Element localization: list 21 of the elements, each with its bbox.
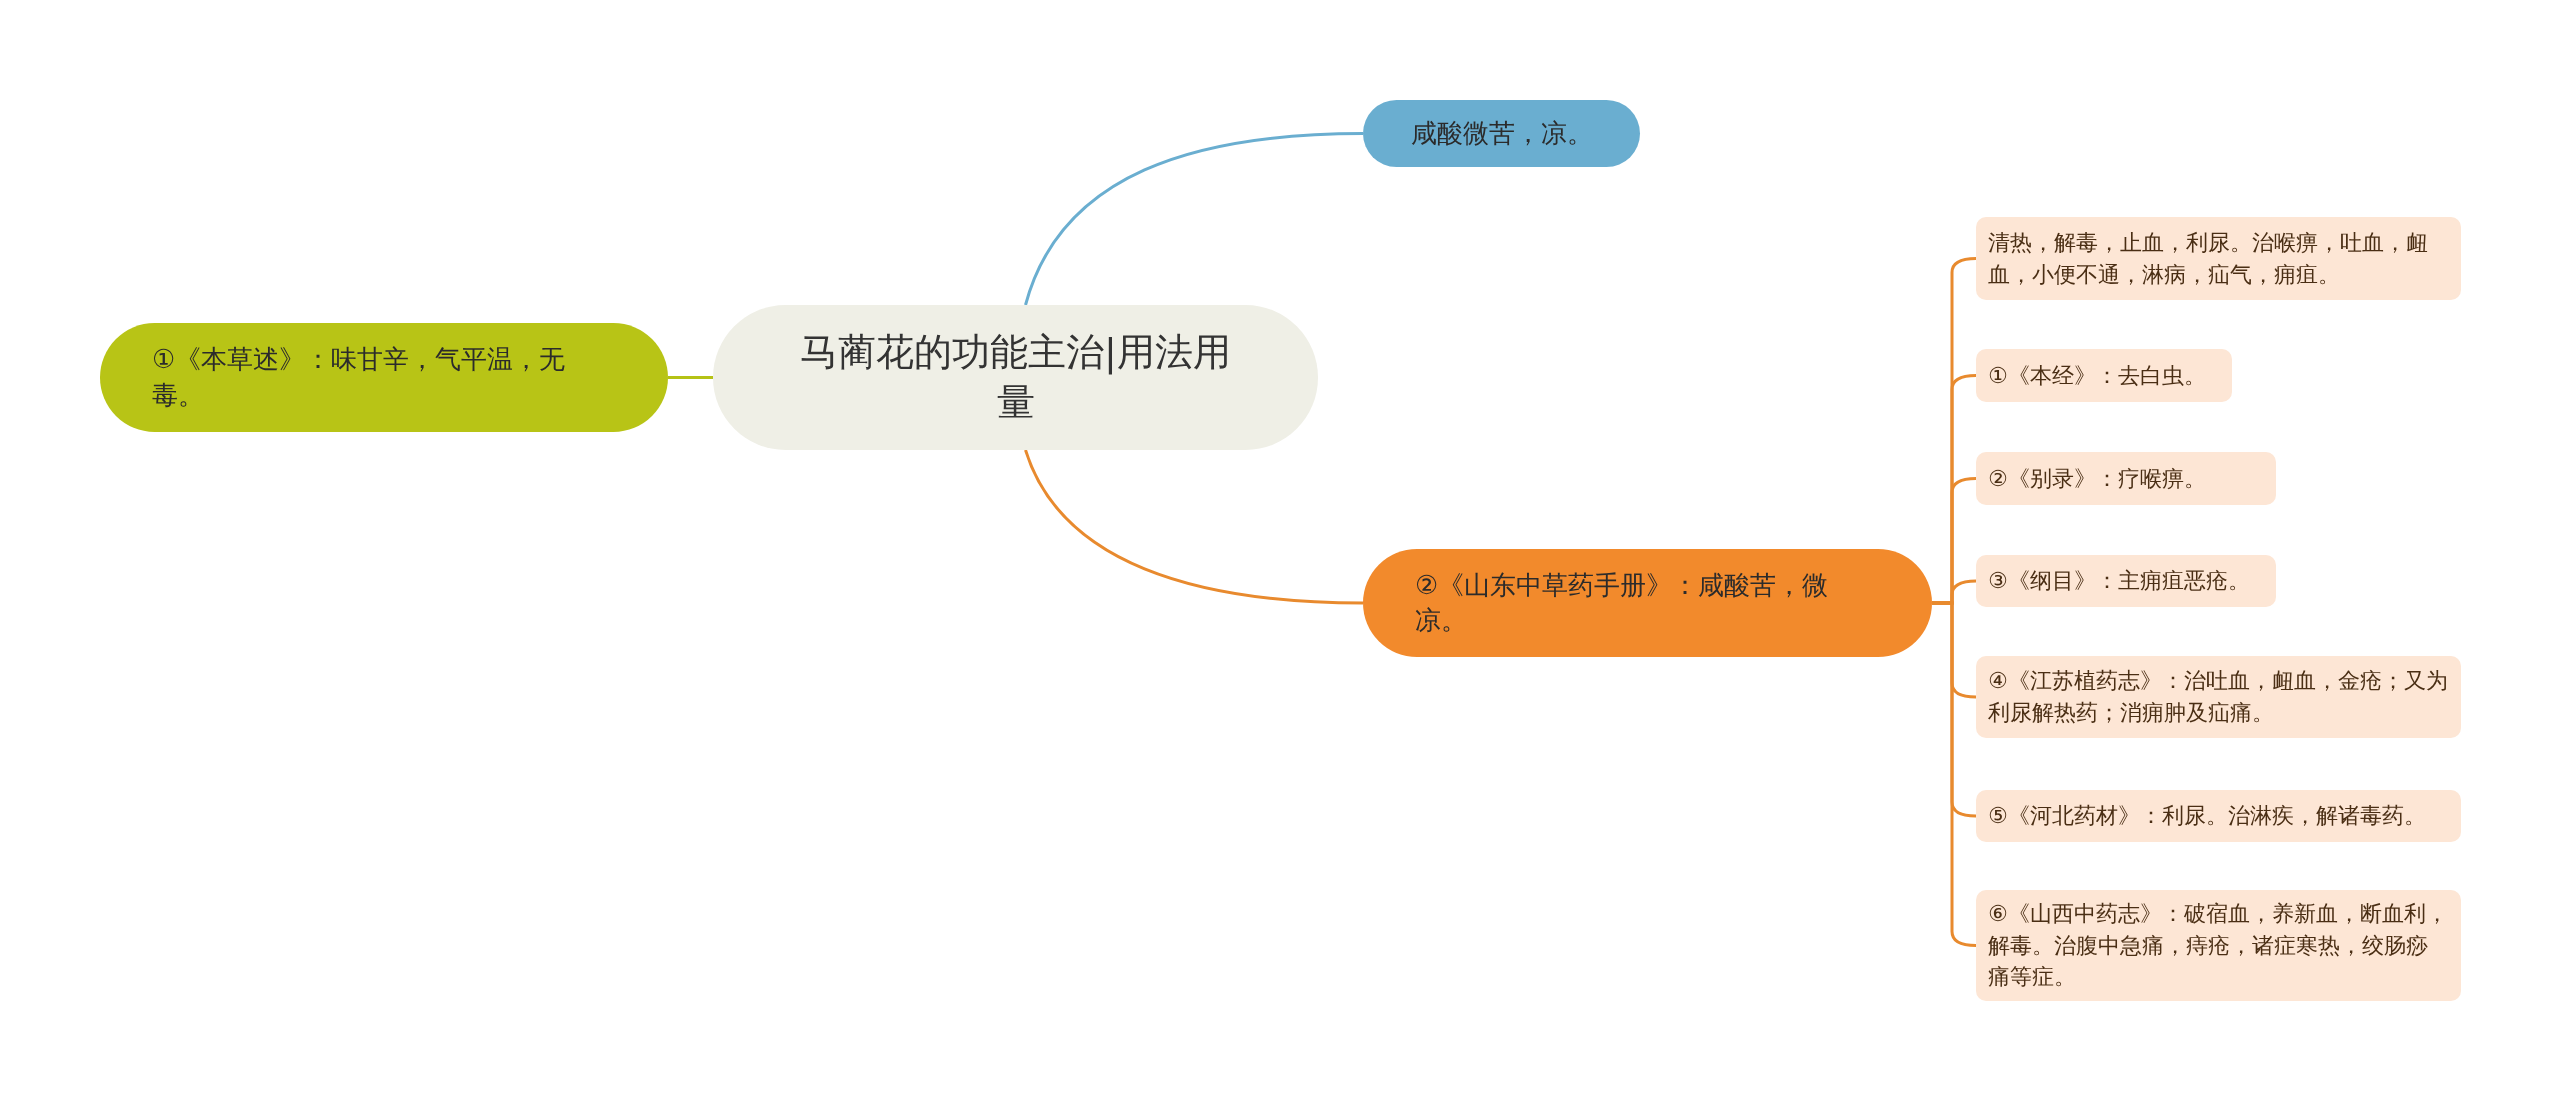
topic-text: ②《别录》：疗喉痹。 — [1988, 464, 2206, 493]
subtopic-box — [1976, 452, 2276, 505]
connector — [1024, 132, 1364, 306]
topic-text: ③《纲目》：主痈疽恶疮。 — [1988, 567, 2250, 596]
subtopic-box — [1976, 217, 2461, 300]
topic-text: ④《江苏植药志》：治吐血，衄血，金疮；又为利尿解热药；消痈肿及疝痛。 — [1988, 667, 2449, 727]
topic-text: 马蔺花的功能主治|用法用量 — [799, 329, 1232, 426]
subtopic-box — [1976, 656, 2461, 738]
topic-text: ①《本经》：去白虫。 — [1988, 361, 2206, 390]
topic-text: ①《本草述》：味甘辛，气平温，无毒。 — [152, 343, 567, 412]
subtopic-box — [1976, 890, 2461, 1001]
subtopic-box — [1976, 790, 2461, 842]
topic-text: ⑥《山西中药志》：破宿血，养新血，断血利，解毒。治腹中急痛，痔疮，诸症寒热，绞肠痧痛等症。 — [1988, 899, 2449, 992]
topic-text: 清热，解毒，止血，利尿。治喉痹，吐血，衄血，小便不通，淋病，疝气，痈疽。 — [1988, 228, 2429, 289]
topic-text: ②《山东中草药手册》：咸酸苦，微凉。 — [1415, 568, 1830, 637]
subtopic-box — [1976, 349, 2232, 402]
subtopic-box — [1976, 555, 2276, 607]
topic-text: ⑤《河北药材》：利尿。治淋疾，解诸毒药。 — [1988, 802, 2426, 831]
connector — [1024, 449, 1364, 605]
connector — [668, 376, 713, 379]
topic-text: 咸酸微苦，凉。 — [1410, 117, 1593, 150]
